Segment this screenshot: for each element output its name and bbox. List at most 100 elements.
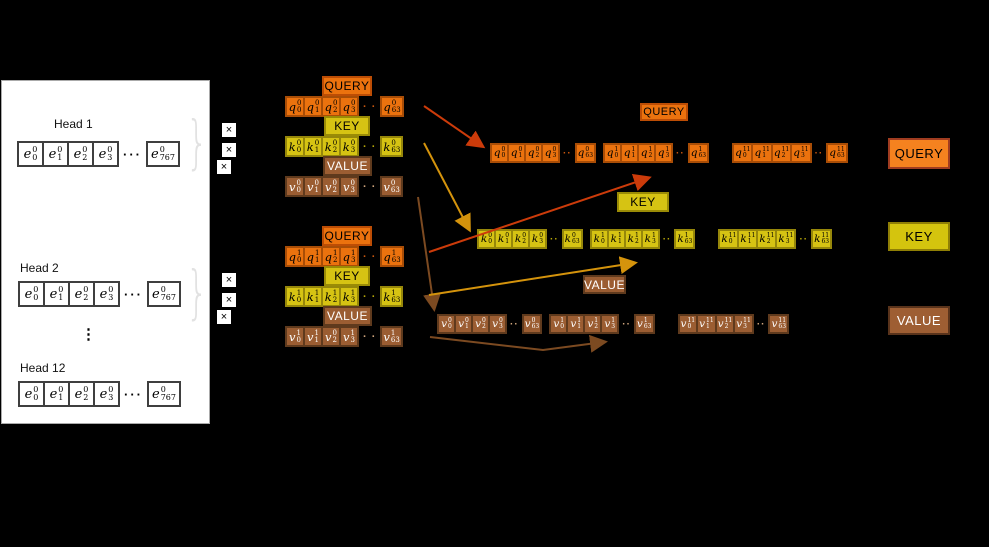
head2-query-tag: QUERY: [322, 226, 372, 246]
ellipsis: ··: [676, 147, 685, 159]
ellipsis: ··: [756, 318, 766, 330]
ellipsis: · ·: [363, 250, 377, 263]
ellipsis: ···: [123, 146, 142, 162]
head1-key-tag: KEY: [324, 116, 370, 136]
ellipsis: · ·: [363, 140, 377, 153]
ellipsis: · ·: [363, 330, 377, 343]
head1-value-tag: VALUE: [323, 156, 372, 176]
curly-brace-head1: }: [186, 108, 209, 176]
ellipsis: ··: [799, 233, 809, 245]
ellipsis: · ·: [363, 290, 377, 303]
multiply-icon: ×: [222, 293, 236, 307]
multiply-icon: ×: [217, 160, 231, 174]
ellipsis: ··: [510, 318, 519, 330]
vertical-ellipsis: ⋮: [81, 326, 96, 343]
concat-query-tag: QUERY: [640, 103, 688, 121]
multiply-icon: ×: [222, 143, 236, 157]
arrow-head1-value: [417, 196, 441, 312]
head-12-label: Head 12: [20, 361, 66, 375]
ellipsis: ···: [124, 286, 143, 302]
ellipsis: ··: [622, 318, 631, 330]
arrow-head2-value: [429, 334, 608, 353]
multiply-icon: ×: [222, 123, 236, 137]
ellipsis: · ·: [363, 180, 377, 193]
concat-value-tag: VALUE: [583, 275, 626, 294]
curly-brace-head2: }: [186, 258, 209, 326]
ellipsis: · ·: [363, 100, 377, 113]
